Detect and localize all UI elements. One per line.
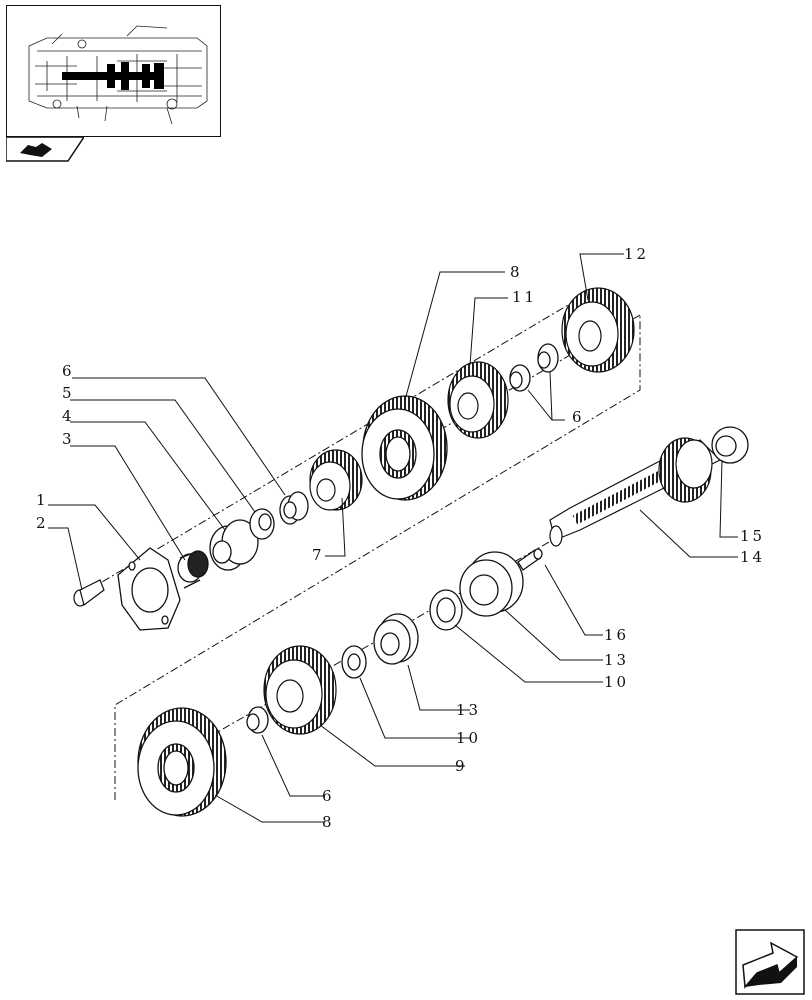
pin-16 xyxy=(517,548,543,571)
flange-bolt xyxy=(73,579,105,607)
bearing-flange xyxy=(117,547,181,631)
gear-12 xyxy=(561,287,635,373)
bearing-13-left xyxy=(373,613,419,665)
callout-2: 2 xyxy=(36,514,49,532)
splined-shaft-14 xyxy=(549,437,722,547)
coupling-sleeve-8-upper xyxy=(361,395,448,501)
ring-10-right xyxy=(429,589,463,631)
callout-6-right: 6 xyxy=(572,408,585,426)
callout-16: 16 xyxy=(604,626,629,644)
callout-12: 12 xyxy=(624,245,649,263)
callout-10-right: 10 xyxy=(604,673,629,691)
callout-5: 5 xyxy=(62,384,75,402)
callout-9: 9 xyxy=(455,757,468,775)
spacer-6-upper xyxy=(279,491,309,525)
spacer-6-lower xyxy=(246,706,269,734)
leader-lines xyxy=(48,253,738,823)
bearing-13-right xyxy=(459,551,524,617)
callout-6-lower: 6 xyxy=(322,787,335,805)
next-page-arrow-icon xyxy=(735,929,805,995)
callout-1: 1 xyxy=(36,491,49,509)
callout-15: 15 xyxy=(740,527,765,545)
callout-13-right: 13 xyxy=(604,651,629,669)
callout-8-lower: 8 xyxy=(322,813,335,831)
callout-3: 3 xyxy=(62,430,75,448)
coupling-sleeve-8-lower xyxy=(137,707,227,817)
spacers-6-right xyxy=(509,343,559,392)
callout-11: 11 xyxy=(512,288,537,306)
callout-10-left: 10 xyxy=(456,729,481,747)
callout-7: 7 xyxy=(312,546,325,564)
gear-7 xyxy=(309,449,363,511)
bearing-4 xyxy=(209,519,259,571)
callout-4: 4 xyxy=(62,407,75,425)
callout-8-upper: 8 xyxy=(510,263,523,281)
book-open-icon xyxy=(5,136,86,162)
ring-5 xyxy=(249,508,275,540)
callout-6-upper-left: 6 xyxy=(62,362,75,380)
bearing-15 xyxy=(711,426,749,464)
locator-thumbnail xyxy=(6,5,221,137)
callout-13-left: 13 xyxy=(456,701,481,719)
section-tab xyxy=(5,136,86,163)
next-page-button[interactable] xyxy=(735,929,805,995)
gear-11 xyxy=(447,361,509,439)
gear-9 xyxy=(263,645,337,735)
transmission-locator-thumbnail xyxy=(28,25,208,125)
ring-10-left xyxy=(341,645,367,679)
callout-14: 14 xyxy=(740,548,765,566)
